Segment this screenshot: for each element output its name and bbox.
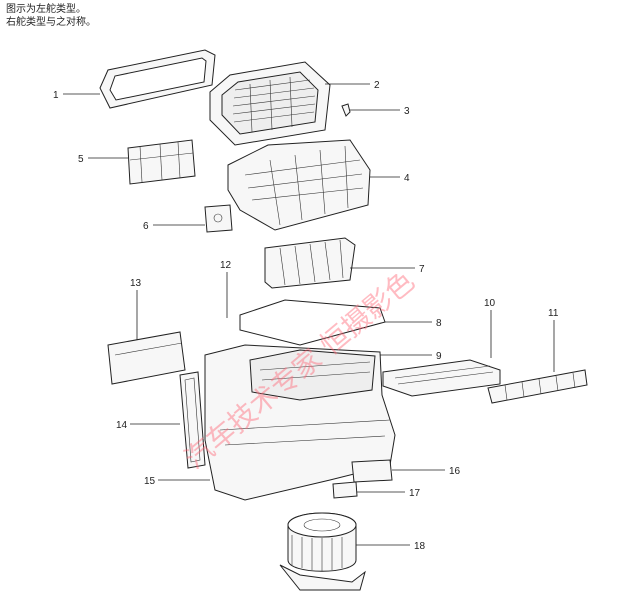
part-14-gasket xyxy=(179,371,206,469)
part-11-filter-holder xyxy=(487,369,588,404)
callout-4: 4 xyxy=(404,173,410,184)
note-line-2: 右舵类型与之对称。 xyxy=(6,17,96,28)
part-17-connector xyxy=(332,481,358,499)
part-4-upper-housing xyxy=(227,139,371,231)
part-6-actuator xyxy=(204,204,233,233)
callout-11: 11 xyxy=(548,308,559,319)
callout-2: 2 xyxy=(374,80,380,91)
leader-lines xyxy=(63,83,555,546)
part-3-clip xyxy=(341,103,351,117)
callout-numbers: 1 2 3 4 5 6 7 8 9 10 11 12 13 14 15 16 1… xyxy=(53,80,559,552)
callout-1: 1 xyxy=(53,90,59,101)
part-10-cabin-filter xyxy=(382,359,501,397)
part-18-blower-motor xyxy=(279,512,366,591)
callout-7: 7 xyxy=(419,264,425,275)
callout-16: 16 xyxy=(449,466,461,477)
note-line-1: 图示为左舵类型。 xyxy=(6,4,86,15)
part-9-15-main-housing xyxy=(204,344,396,501)
callout-9: 9 xyxy=(436,351,442,362)
part-5-seal-strip xyxy=(127,139,196,185)
callout-15: 15 xyxy=(144,476,156,487)
callout-13: 13 xyxy=(130,278,142,289)
callout-8: 8 xyxy=(436,318,442,329)
part-7-evaporator xyxy=(264,237,356,289)
callout-14: 14 xyxy=(116,420,128,431)
callout-17: 17 xyxy=(409,488,421,499)
callout-12: 12 xyxy=(220,260,232,271)
callout-3: 3 xyxy=(404,106,410,117)
callout-18: 18 xyxy=(414,541,426,552)
callout-5: 5 xyxy=(78,154,84,165)
part-2-filter-cover xyxy=(209,61,331,146)
callout-10: 10 xyxy=(484,298,496,309)
part-1-seal-ring xyxy=(99,49,216,109)
part-16-resistor xyxy=(351,459,393,483)
part-13-insulation xyxy=(107,331,186,385)
callout-6: 6 xyxy=(143,221,149,232)
